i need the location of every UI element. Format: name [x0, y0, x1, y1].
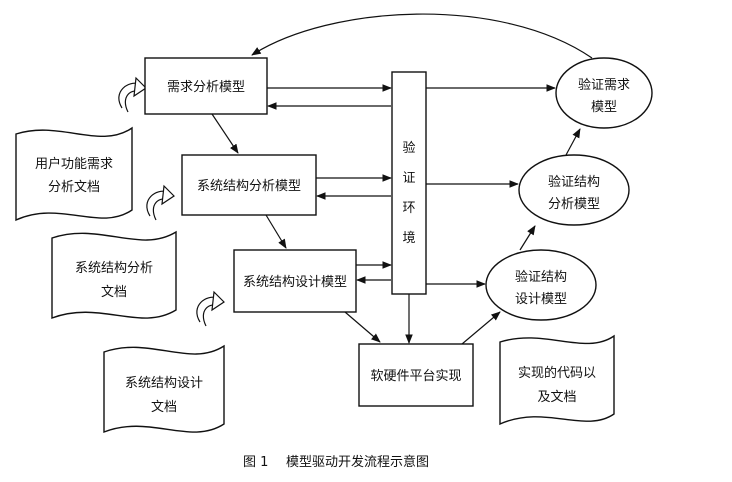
arrow-verify-sa-to-verify-req: [565, 128, 581, 156]
arrow-sd-to-platform: [344, 311, 381, 343]
cycle-icon-3: [196, 290, 225, 327]
verify-requirements-line2: 模型: [591, 100, 617, 115]
doc-structure-design: 系统结构设计 文档: [103, 344, 225, 434]
doc-structure-design-line2: 文档: [151, 400, 177, 415]
verification-env-char-2: 证: [402, 171, 415, 186]
verify-structure-design-line1: 验证结构: [515, 269, 567, 285]
caption-title: 模型驱动开发流程示意图: [286, 454, 429, 470]
verify-structure-design-line2: 设计模型: [515, 292, 567, 307]
verify-structure-design-ellipse: 验证结构 设计模型: [485, 249, 597, 321]
requirements-model-label: 需求分析模型: [167, 80, 245, 95]
arrow-platform-to-verify-sd: [461, 311, 501, 345]
doc-user-requirements-line1: 用户功能需求: [35, 156, 113, 172]
verify-structure-analysis-line2: 分析模型: [548, 197, 600, 212]
cycle-icon-2: [146, 184, 175, 221]
verification-env-box: 验 证 环 境: [391, 71, 427, 295]
verification-env-char-3: 环: [402, 201, 415, 216]
doc-structure-analysis: 系统结构分析 文档: [51, 230, 177, 320]
doc-structure-analysis-line1: 系统结构分析: [75, 261, 153, 276]
caption-label: 图 1: [243, 455, 268, 470]
platform-implementation-label: 软硬件平台实现: [370, 369, 461, 384]
cycle-icon-1: [118, 76, 147, 113]
arrow-sa-to-sd: [265, 214, 287, 249]
figure-caption: 图 1 模型驱动开发流程示意图: [243, 454, 429, 470]
structure-design-model-box: 系统结构设计模型: [233, 249, 357, 313]
structure-analysis-model-label: 系统结构分析模型: [197, 179, 301, 194]
doc-user-requirements: 用户功能需求 分析文档: [15, 126, 133, 222]
verify-structure-analysis-line1: 验证结构: [548, 174, 600, 190]
arrow-verify-sd-to-verify-sa: [519, 225, 536, 251]
feedback-arrow-top: [251, 13, 593, 59]
structure-analysis-model-box: 系统结构分析模型: [181, 154, 317, 216]
doc-user-requirements-line2: 分析文档: [48, 180, 100, 195]
verify-structure-analysis-ellipse: 验证结构 分析模型: [518, 154, 630, 226]
requirements-model-box: 需求分析模型: [144, 57, 268, 115]
structure-design-model-label: 系统结构设计模型: [243, 275, 347, 290]
doc-structure-analysis-line2: 文档: [101, 285, 127, 300]
doc-implemented-code-line1: 实现的代码以: [518, 365, 596, 381]
doc-structure-design-line1: 系统结构设计: [125, 376, 203, 391]
verification-env-char-1: 验: [402, 140, 415, 156]
connectors: [211, 13, 593, 345]
verify-requirements-ellipse: 验证需求 模型: [555, 57, 653, 129]
verification-env-char-4: 境: [402, 231, 415, 246]
arrow-req-to-sa: [211, 113, 239, 154]
platform-implementation-box: 软硬件平台实现: [358, 343, 474, 407]
doc-implemented-code-line2: 及文档: [537, 390, 576, 405]
doc-implemented-code: 实现的代码以 及文档: [499, 334, 615, 426]
verify-requirements-line1: 验证需求: [578, 77, 630, 93]
